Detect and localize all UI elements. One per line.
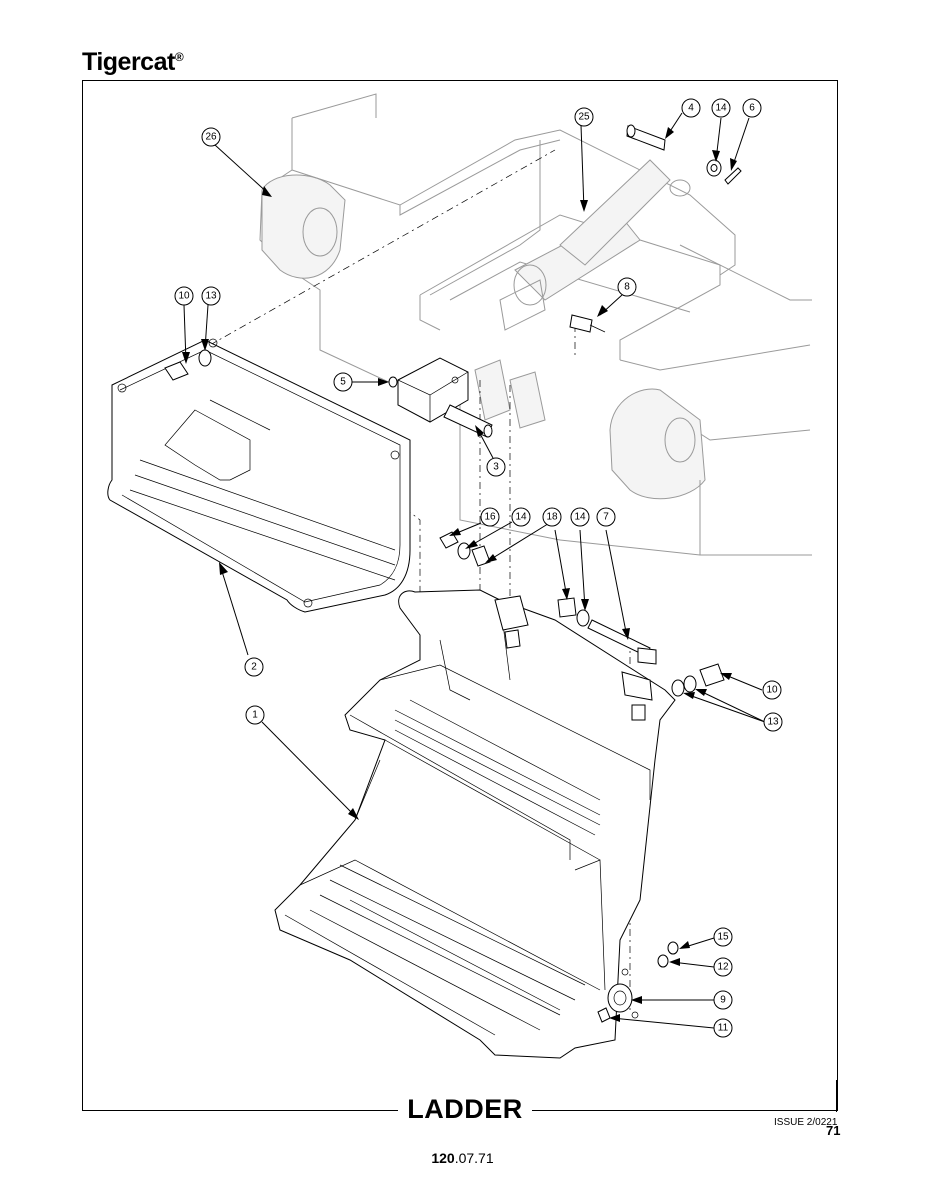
callout-label-5: 5 (340, 377, 346, 388)
callout-label-26: 26 (205, 132, 217, 143)
callout-18: 18 (542, 507, 562, 527)
callout-3: 3 (486, 457, 506, 477)
callout-label-1: 1 (252, 710, 258, 721)
callout-label-25: 25 (578, 112, 590, 123)
callout-9: 7 (596, 507, 616, 527)
callout-10-top: 10 (174, 286, 194, 306)
callout-label-14-right: 14 (574, 512, 586, 523)
frame-right-tick (836, 1080, 837, 1112)
callout-1: 1 (245, 705, 265, 725)
callout-label-7: 9 (720, 995, 726, 1006)
part-1-ladder (274, 589, 676, 1059)
callout-4: 4 (681, 98, 701, 118)
callout-25: 25 (574, 107, 594, 127)
callout-label-11: 11 (718, 1023, 729, 1034)
callout-label-6: 6 (749, 103, 755, 114)
hardware-parts (164, 124, 742, 1023)
callout-13-right: 13 (763, 712, 783, 732)
callout-label-13-right: 13 (767, 717, 779, 728)
page-number: 71 (826, 1123, 841, 1138)
callout-label-16: 16 (484, 512, 496, 523)
callout-14-top: 14 (711, 98, 731, 118)
callout-16: 16 (480, 507, 500, 527)
callout-15: 15 (713, 927, 733, 947)
machine-frame-background (259, 93, 812, 556)
page-title: LADDER (407, 1094, 523, 1124)
callout-label-10-right: 10 (766, 685, 778, 696)
callout-label-2: 2 (251, 662, 257, 673)
callout-14-mid: 14 (511, 507, 531, 527)
brand-logo: Tigercat® (82, 48, 184, 77)
callout-label-4: 4 (688, 103, 694, 114)
callout-label-15: 15 (717, 932, 729, 943)
callout-label-13-top: 13 (205, 291, 217, 302)
callout-label-12: 12 (717, 962, 729, 973)
callout-label-3: 3 (493, 462, 499, 473)
callout-label-9: 7 (603, 512, 609, 523)
issue-label: ISSUE 2/0221 (774, 1117, 838, 1128)
brand-registered-mark: ® (174, 50, 184, 64)
callout-12: 12 (713, 957, 733, 977)
callout-11: 11 (713, 1018, 733, 1038)
section-number-bold: 120 (431, 1150, 455, 1166)
diagram-frame (82, 80, 838, 1110)
callout-label-8: 8 (624, 282, 630, 293)
frame-bottom-rule-right (532, 1110, 838, 1111)
section-number: 120.07.71 (0, 1150, 925, 1166)
part-2-step-shield (107, 338, 411, 613)
callout-13-top: 13 (201, 286, 221, 306)
callout-10-right: 10 (762, 680, 782, 700)
callout-7: 9 (713, 990, 733, 1010)
frame-bottom-rule-left (82, 1110, 398, 1111)
leader-lines (182, 112, 766, 1029)
callout-26: 26 (201, 127, 221, 147)
callout-label-10-top: 10 (178, 291, 190, 302)
section-number-rest: .07.71 (454, 1150, 494, 1166)
callout-2: 2 (244, 657, 264, 677)
callout-bubbles: 26 25 4 14 6 8 10 13 5 3 16 14 18 14 7 2… (174, 98, 783, 1038)
callout-label-14-mid: 14 (515, 512, 527, 523)
callout-label-18: 18 (546, 512, 558, 523)
brand-text: Tigercat (82, 48, 175, 76)
callout-14-right: 14 (570, 507, 590, 527)
callout-5: 5 (333, 372, 353, 392)
callout-6: 6 (742, 98, 762, 118)
callout-8: 8 (617, 277, 637, 297)
callout-label-14-top: 14 (715, 103, 727, 114)
